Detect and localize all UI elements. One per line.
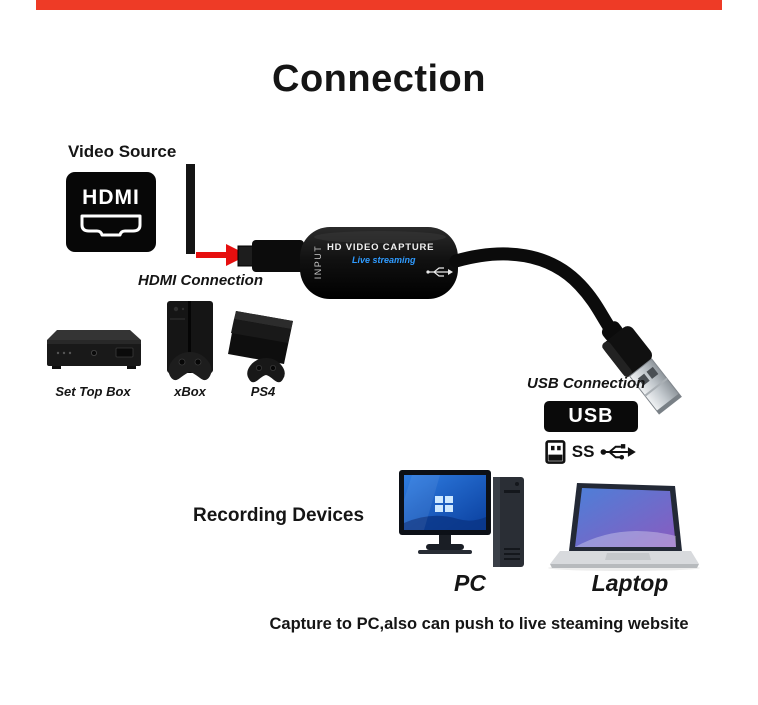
hdmi-connector-glyph-icon bbox=[80, 214, 142, 236]
ps4-label: PS4 bbox=[250, 384, 276, 399]
hdmi-icon-label: HDMI bbox=[82, 185, 140, 209]
usb-icon: USB SS bbox=[544, 401, 638, 467]
usb-plug-glyph-icon bbox=[545, 440, 566, 464]
usb-logo-row: SS bbox=[544, 437, 638, 467]
usb-badge: USB bbox=[544, 401, 638, 432]
capture-card-image bbox=[237, 227, 458, 299]
capture-card-subtitle: Live streaming bbox=[352, 255, 416, 265]
hdmi-connection-label: HDMI Connection bbox=[138, 272, 263, 289]
usb-cable bbox=[449, 247, 623, 344]
usb-ss-label: SS bbox=[571, 442, 595, 461]
recording-devices-label: Recording Devices bbox=[193, 505, 365, 526]
page-title: Connection bbox=[272, 58, 486, 100]
pc-label: PC bbox=[454, 570, 486, 596]
pc-image bbox=[399, 470, 524, 567]
caption: Capture to PC,also can push to live stea… bbox=[269, 615, 689, 633]
usb-plug-image bbox=[601, 321, 682, 415]
capture-card-name: HD VIDEO CAPTURE bbox=[327, 242, 435, 253]
hdmi-cable-line bbox=[186, 164, 248, 266]
windows-logo-icon bbox=[435, 496, 453, 512]
usb-trident-icon bbox=[601, 444, 637, 460]
video-source-label: Video Source bbox=[68, 142, 177, 161]
set-top-box-image bbox=[47, 330, 141, 369]
ps4-image bbox=[228, 311, 293, 383]
set-top-box-label: Set Top Box bbox=[55, 384, 131, 399]
hdmi-icon: HDMI bbox=[66, 172, 156, 252]
laptop-image bbox=[548, 483, 700, 571]
xbox-image bbox=[167, 301, 213, 381]
laptop-label: Laptop bbox=[591, 570, 669, 596]
capture-card-input-label: INPUT bbox=[313, 244, 323, 280]
usb-connection-label: USB Connection bbox=[527, 375, 646, 392]
xbox-label: xBox bbox=[174, 384, 206, 399]
arrow-shaft bbox=[196, 252, 228, 258]
arrow-head-icon bbox=[226, 244, 248, 266]
card-usb-logo-icon bbox=[428, 267, 448, 277]
top-accent-bar bbox=[36, 0, 722, 10]
